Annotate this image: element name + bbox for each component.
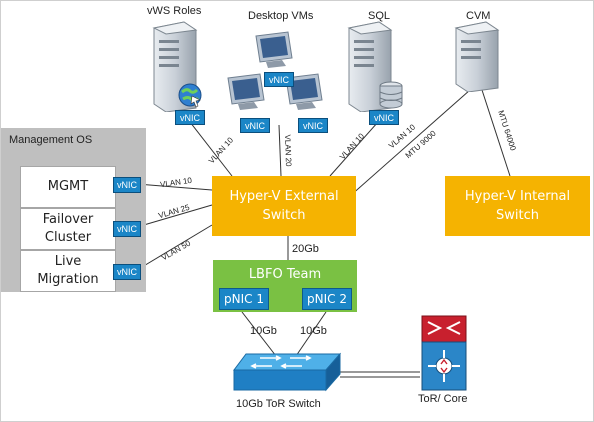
label-10gb-left: 10Gb bbox=[250, 325, 277, 337]
failover-label-line1: Failover bbox=[42, 212, 94, 227]
int-switch-line1: Hyper-V Internal bbox=[464, 189, 571, 204]
desktop-vm-icon-left bbox=[227, 73, 265, 110]
core-router-icon bbox=[421, 315, 467, 391]
link-pnic1-to-tor bbox=[241, 311, 277, 357]
tor-switch-icon bbox=[233, 352, 342, 392]
vnic-mgmt: vNIC bbox=[113, 177, 141, 193]
mgmt-label: MGMT bbox=[47, 179, 89, 194]
vnic-vws: vNIC bbox=[175, 110, 205, 125]
globe-icon bbox=[178, 83, 202, 108]
link-cvm-to-ext-switch bbox=[349, 89, 471, 197]
vnic-desktop-top: vNIC bbox=[264, 72, 294, 87]
mgmt-box: MGMT bbox=[20, 166, 116, 208]
label-10gb-right: 10Gb bbox=[300, 325, 327, 337]
vnic-sql: vNIC bbox=[369, 110, 399, 125]
cvm-server-icon bbox=[454, 21, 500, 92]
vnic-desktop-right: vNIC bbox=[298, 118, 328, 133]
vnic-desktop-left: vNIC bbox=[240, 118, 270, 133]
link-mgmt-vnic bbox=[136, 183, 213, 191]
desktop-vm-icon-top bbox=[255, 31, 293, 68]
failover-label-line2: Cluster bbox=[44, 230, 92, 245]
link-live-migration-vnic bbox=[136, 224, 213, 271]
pnic-1: pNIC 1 bbox=[219, 288, 269, 310]
hyperv-external-switch: Hyper-V External Switch bbox=[212, 176, 356, 236]
int-switch-line2: Switch bbox=[496, 208, 539, 223]
label-tor-switch: 10Gb ToR Switch bbox=[236, 398, 321, 410]
label-20gb: 20Gb bbox=[292, 243, 319, 255]
label-management-os: Management OS bbox=[9, 134, 93, 146]
pnic-2-label: pNIC 2 bbox=[307, 292, 347, 306]
ext-switch-line1: Hyper-V External bbox=[229, 189, 339, 204]
label-cvm: CVM bbox=[466, 10, 491, 22]
link-sql-to-ext-switch bbox=[329, 121, 379, 177]
link-cvm-to-int-switch bbox=[481, 89, 511, 177]
link-failover-vnic bbox=[136, 204, 213, 228]
hyperv-internal-switch: Hyper-V Internal Switch bbox=[445, 176, 590, 236]
lbfo-label: LBFO Team bbox=[248, 267, 322, 282]
pnic-1-label: pNIC 1 bbox=[224, 292, 264, 306]
database-icon bbox=[379, 81, 403, 109]
label-sql: SQL bbox=[368, 10, 391, 22]
desktop-vm-icon-right bbox=[285, 73, 323, 110]
live-migration-label-line2: Migration bbox=[37, 272, 99, 287]
label-tor-core: ToR/ Core bbox=[418, 393, 468, 405]
link-desktop-to-ext-switch bbox=[278, 124, 282, 177]
vnic-live-migration: vNIC bbox=[113, 264, 141, 280]
link-vws-to-ext-switch bbox=[189, 121, 233, 177]
live-migration-box: Live Migration bbox=[20, 250, 116, 292]
label-desktop-vms: Desktop VMs bbox=[248, 10, 314, 22]
vnic-failover: vNIC bbox=[113, 221, 141, 237]
link-pnic2-to-tor bbox=[295, 311, 327, 357]
pnic-2: pNIC 2 bbox=[302, 288, 352, 310]
ext-switch-line2: Switch bbox=[262, 208, 306, 223]
live-migration-label-line1: Live bbox=[54, 254, 82, 269]
label-vws-roles: vWS Roles bbox=[147, 5, 202, 17]
failover-cluster-box: Failover Cluster bbox=[20, 208, 116, 250]
